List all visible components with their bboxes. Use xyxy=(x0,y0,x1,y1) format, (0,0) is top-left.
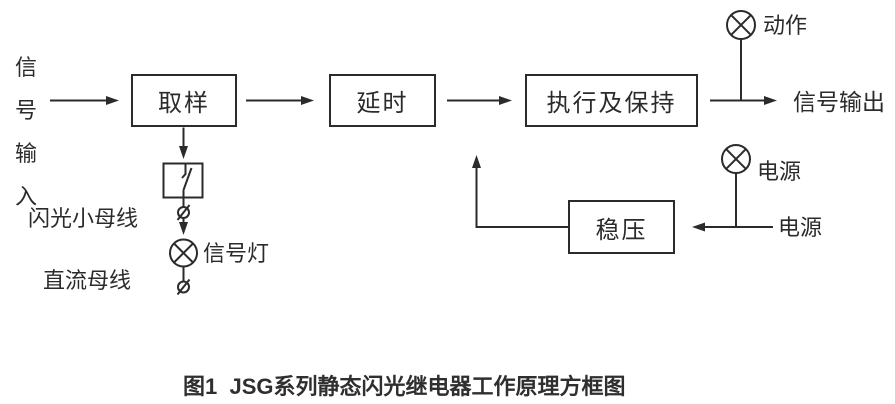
input-arrow xyxy=(50,96,119,105)
signal-lamp-icon xyxy=(169,238,198,268)
block-delay: 延时 xyxy=(329,74,436,127)
dc-bus-label: 直流母线 xyxy=(43,268,132,293)
flash-bus-label: 闪光小母线 xyxy=(28,206,139,231)
figure-caption: 图1 JSG系列静态闪光继电器工作原理方框图 xyxy=(183,374,626,399)
sampling-to-delay-arrow xyxy=(246,96,314,105)
flash-bus-terminal-icon xyxy=(176,204,191,221)
power-lamp-label: 电源 xyxy=(757,159,802,184)
block-label: 延时 xyxy=(356,90,409,117)
output-arrow xyxy=(710,96,777,105)
block-label: 稳压 xyxy=(595,216,648,244)
power-lamp-icon xyxy=(721,144,751,174)
power-input-arrow xyxy=(692,222,773,232)
feedback-arrow xyxy=(472,155,568,228)
delay-to-execute-arrow xyxy=(447,96,512,105)
block-label: 执行及保持 xyxy=(546,90,677,117)
terminal-to-lamp-arrow xyxy=(179,218,188,235)
dc-bus-terminal-icon xyxy=(176,278,191,296)
block-execute-hold: 执行及保持 xyxy=(525,74,698,127)
signal-lamp-label: 信号灯 xyxy=(203,241,270,266)
switch-contact-icon xyxy=(181,163,193,207)
block-regulator: 稳压 xyxy=(568,200,675,254)
block-label: 取样 xyxy=(158,90,210,117)
action-lamp-icon xyxy=(726,10,756,40)
sampling-output-arrow xyxy=(179,127,188,159)
signal-input-label: 信号输入 xyxy=(15,55,38,209)
action-lamp-label: 动作 xyxy=(763,13,808,38)
signal-output-label: 信号输出 xyxy=(793,89,885,115)
power-source-label: 电源 xyxy=(778,215,823,240)
block-sampling: 取样 xyxy=(131,74,237,127)
